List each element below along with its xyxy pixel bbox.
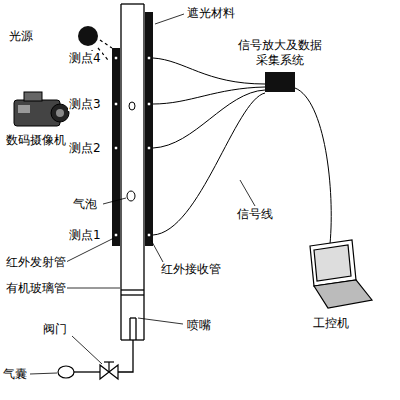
light-source bbox=[78, 26, 98, 46]
sensor-marker bbox=[114, 56, 151, 237]
amplifier-box bbox=[265, 72, 295, 92]
part-label: 工控机 bbox=[312, 316, 350, 330]
bubble bbox=[129, 102, 135, 110]
part-label: 阀门 bbox=[42, 322, 68, 336]
part-label: 光源 bbox=[8, 29, 34, 43]
digital-camera bbox=[14, 92, 69, 126]
part-label: 气泡 bbox=[72, 197, 98, 211]
industrial-computer bbox=[310, 240, 372, 308]
part-label: 数码摄像机 bbox=[5, 133, 67, 147]
acquisition-system: 信号放大及数据采集系统 bbox=[235, 38, 325, 92]
air-bag bbox=[58, 366, 74, 378]
signal-wire bbox=[153, 58, 331, 244]
part-label: 喷嘴 bbox=[186, 318, 212, 332]
leader-line bbox=[30, 14, 255, 374]
part-label: 红外接收管 bbox=[160, 262, 222, 276]
system-heading: 信号放大及数据采集系统 bbox=[235, 38, 325, 68]
part-label: 测点1 bbox=[68, 228, 102, 242]
bubble bbox=[127, 191, 135, 201]
part-label: 气囊 bbox=[2, 367, 28, 381]
part-label: 测点3 bbox=[68, 97, 102, 111]
shading-material bbox=[112, 48, 120, 246]
part-label: 信号线 bbox=[236, 207, 274, 221]
part-label: 红外发射管 bbox=[5, 255, 67, 269]
nozzle-pipe bbox=[74, 318, 136, 372]
part-label: 有机玻璃管 bbox=[5, 281, 67, 295]
plexiglass-tube bbox=[121, 4, 144, 340]
valve bbox=[100, 362, 118, 379]
part-label: 测点2 bbox=[68, 141, 102, 155]
part-label: 测点4 bbox=[68, 51, 102, 65]
shading-material bbox=[145, 12, 153, 246]
part-label: 遮光材料 bbox=[186, 6, 236, 20]
